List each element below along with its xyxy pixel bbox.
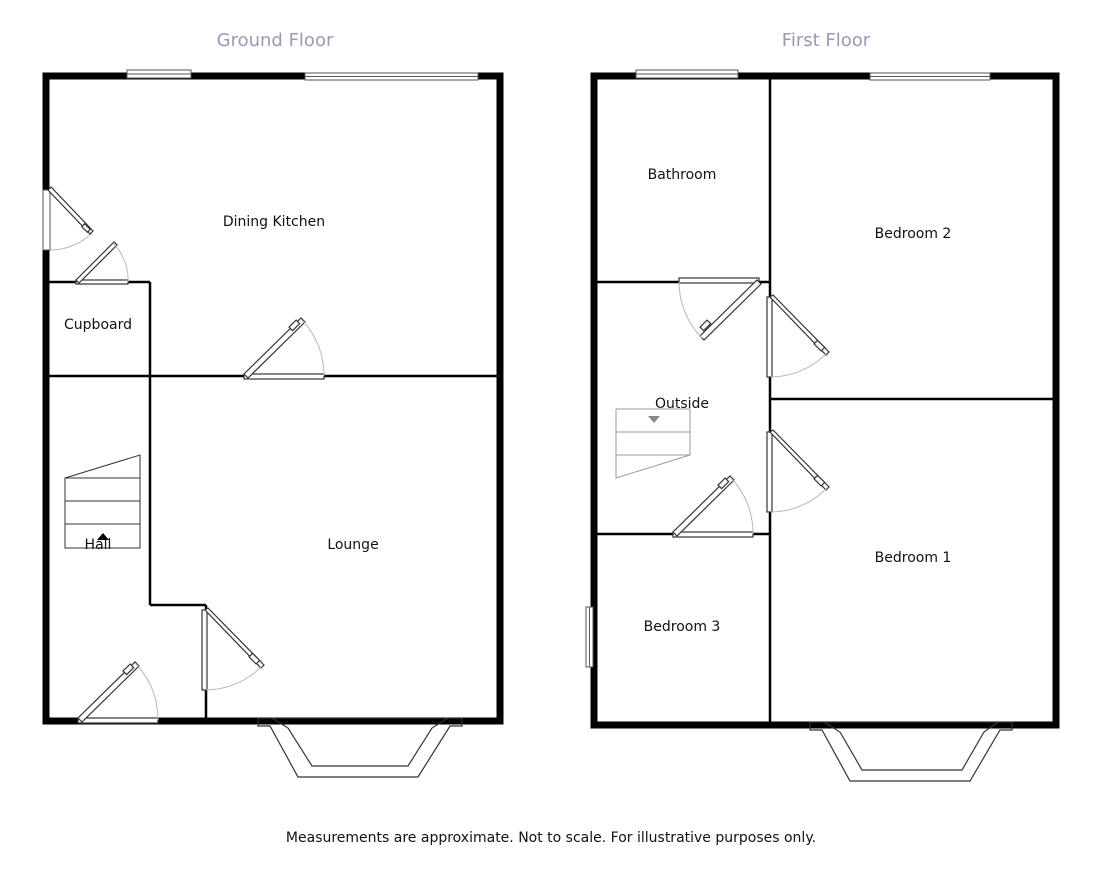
stairs-down-arrow-icon bbox=[648, 416, 660, 423]
room-label-bedroom-3: Bedroom 3 bbox=[644, 619, 721, 635]
ground-door-kitchen-side bbox=[47, 186, 94, 251]
room-label-bathroom: Bathroom bbox=[648, 167, 717, 183]
first-window-top-left bbox=[635, 69, 739, 79]
ground-floor-title: Ground Floor bbox=[217, 30, 334, 51]
room-label-hall: Hall bbox=[85, 537, 112, 553]
ground-door-cupboard bbox=[75, 241, 129, 285]
room-label-outside: Outside bbox=[655, 396, 709, 412]
ground-outer-wall bbox=[42, 72, 504, 725]
first-door-bedroom-2 bbox=[766, 294, 830, 378]
room-label-dining-kitchen: Dining Kitchen bbox=[223, 214, 325, 230]
first-stairs bbox=[615, 408, 691, 479]
first-door-bedroom-3 bbox=[672, 475, 754, 538]
ground-door-hall-lounge bbox=[201, 607, 265, 691]
ground-stairs bbox=[64, 454, 141, 549]
first-door-bathroom bbox=[678, 277, 762, 341]
first-window-top-right bbox=[869, 72, 991, 81]
ground-bay-window bbox=[257, 717, 463, 778]
ground-window-left bbox=[42, 189, 51, 251]
first-outer-wall bbox=[590, 72, 1060, 729]
ground-door-kitchen-lounge bbox=[243, 317, 325, 380]
ground-window-top-right bbox=[304, 72, 479, 81]
first-window-left bbox=[585, 606, 594, 668]
stairs-up-arrow-icon bbox=[97, 533, 109, 540]
first-floor-plan: First Floor bbox=[585, 30, 1060, 782]
room-label-bedroom-1: Bedroom 1 bbox=[875, 550, 952, 566]
ground-door-front bbox=[77, 661, 159, 724]
ground-window-top-left bbox=[126, 69, 192, 79]
first-floor-title: First Floor bbox=[782, 30, 871, 51]
room-label-cupboard: Cupboard bbox=[64, 317, 132, 333]
first-door-bedroom-1 bbox=[766, 429, 830, 513]
room-label-bedroom-2: Bedroom 2 bbox=[875, 226, 952, 242]
ground-floor-plan: Ground Floor bbox=[42, 30, 504, 778]
disclaimer-text: Measurements are approximate. Not to sca… bbox=[285, 830, 817, 846]
first-bay-window bbox=[809, 721, 1013, 782]
room-label-lounge: Lounge bbox=[327, 537, 378, 553]
